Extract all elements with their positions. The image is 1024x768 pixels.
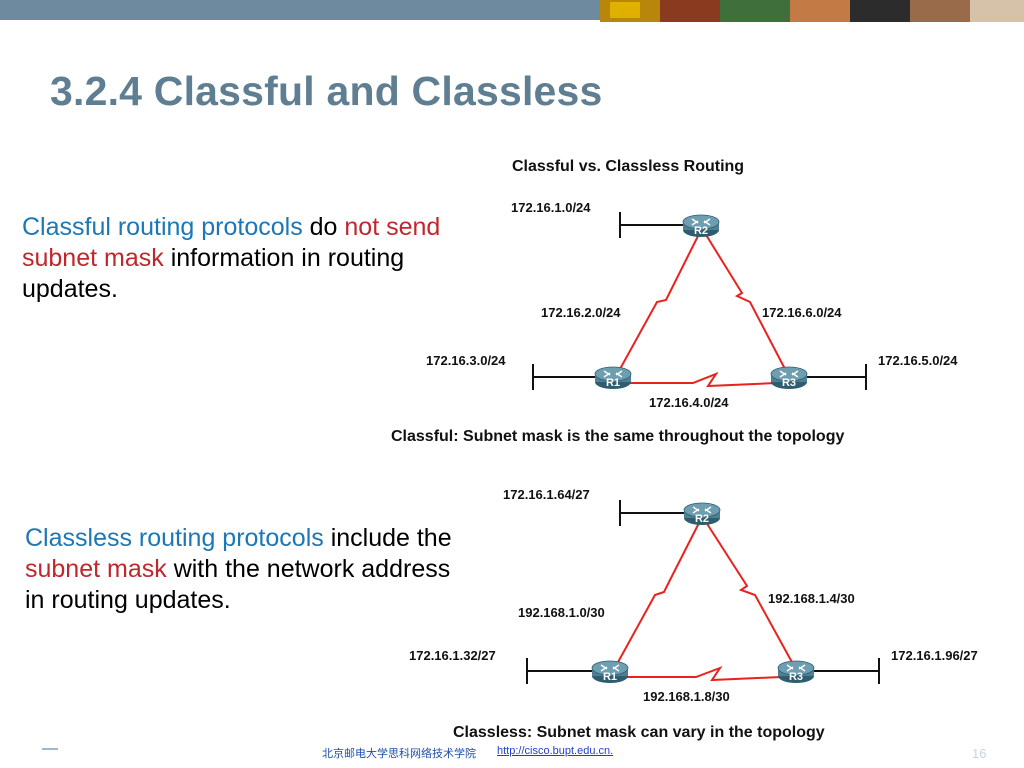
classless-emphasis: subnet mask bbox=[25, 555, 167, 583]
network-label: 172.16.5.0/24 bbox=[878, 353, 958, 368]
classless-description: Classless routing protocols include the … bbox=[25, 523, 470, 616]
network-label: 172.16.2.0/24 bbox=[541, 305, 621, 320]
network-label: 192.168.1.8/30 bbox=[643, 689, 730, 704]
network-label: 172.16.6.0/24 bbox=[762, 305, 842, 320]
router-label-r1: R1 bbox=[603, 671, 617, 683]
diagram-heading: Classful vs. Classless Routing bbox=[512, 158, 744, 175]
lan-segment-r2 bbox=[619, 500, 685, 526]
network-label: 172.16.1.64/27 bbox=[503, 487, 590, 502]
classful-emphasis: not send subnet mask bbox=[22, 213, 441, 272]
serial-link-r1-r3 bbox=[627, 665, 782, 682]
diagram-caption: Classful: Subnet mask is the same throug… bbox=[391, 428, 844, 445]
lan-segment-r1 bbox=[526, 658, 597, 684]
network-label: 172.16.4.0/24 bbox=[649, 395, 729, 410]
classless-term: Classless routing protocols bbox=[25, 524, 324, 552]
page-number: 16 bbox=[972, 746, 987, 761]
text-segment: do bbox=[302, 213, 345, 241]
network-label: 172.16.3.0/24 bbox=[426, 353, 506, 368]
network-label: 172.16.1.32/27 bbox=[409, 648, 496, 663]
classful-description: Classful routing protocols do not send s… bbox=[22, 212, 442, 305]
router-label-r2: R2 bbox=[695, 513, 709, 525]
text-segment: information in routing updates. bbox=[22, 244, 405, 303]
lan-segment-r3 bbox=[812, 658, 880, 684]
network-label: 192.168.1.4/30 bbox=[768, 591, 855, 606]
header-photo-strip bbox=[600, 0, 1024, 22]
footer-institution: 北京邮电大学思科网络技术学院 bbox=[322, 747, 476, 760]
lan-segment-r1 bbox=[532, 364, 597, 390]
serial-link-r1-r3 bbox=[625, 371, 778, 388]
lan-segment-r3 bbox=[805, 364, 867, 390]
diagram-caption: Classless: Subnet mask can vary in the t… bbox=[453, 724, 825, 741]
lan-segment-r2 bbox=[619, 212, 685, 238]
slide-title: 3.2.4 Classful and Classless bbox=[50, 68, 603, 114]
serial-link-r2-r3 bbox=[703, 518, 794, 665]
network-label: 192.168.1.0/30 bbox=[518, 605, 605, 620]
text-segment: include the bbox=[323, 524, 452, 552]
router-label-r3: R3 bbox=[782, 377, 796, 389]
router-label-r1: R1 bbox=[606, 377, 620, 389]
classful-term: Classful routing protocols bbox=[22, 213, 303, 241]
network-label: 172.16.1.0/24 bbox=[511, 200, 591, 215]
serial-link-r1-r2 bbox=[619, 229, 702, 370]
serial-link-r1-r2 bbox=[616, 518, 702, 665]
network-label: 172.16.1.96/27 bbox=[891, 648, 978, 663]
footer-logo bbox=[42, 748, 58, 750]
router-label-r2: R2 bbox=[694, 225, 708, 237]
serial-link-r2-r3 bbox=[702, 229, 786, 370]
router-label-r3: R3 bbox=[789, 671, 803, 683]
footer-link[interactable]: http://cisco.bupt.edu.cn. bbox=[497, 745, 614, 757]
text-segment: with the network address in routing upda… bbox=[25, 555, 451, 614]
